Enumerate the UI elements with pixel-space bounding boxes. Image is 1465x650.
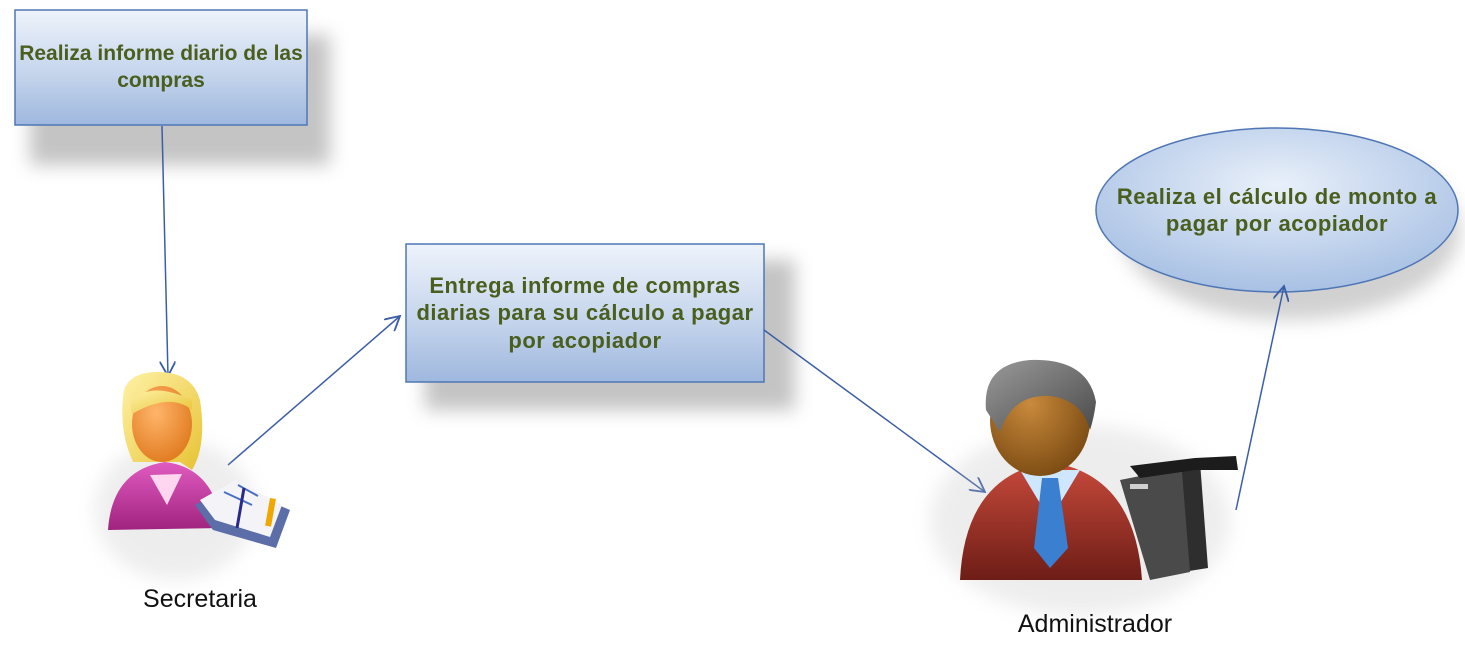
deliver-report-box [405, 243, 765, 383]
administrator-icon [930, 359, 1238, 615]
deliver-report-text: Entrega informe de compras diarias para … [416, 272, 754, 353]
arrow-secretary-to-deliver [227, 316, 400, 466]
arrow-deliver-to-administrator [763, 329, 985, 492]
secretary-icon [95, 372, 290, 580]
secretary-label: Secretaria [143, 585, 257, 613]
administrator-label: Administrador [1017, 610, 1173, 638]
arrow-report-to-secretary [162, 125, 168, 376]
daily-report-box [14, 9, 308, 126]
calculate-amount-text: Realiza el cálculo de monto a pagar por … [1116, 183, 1438, 237]
daily-report-text: Realiza informe diario de las compras [19, 42, 303, 92]
arrow-administrator-to-calculation [1235, 286, 1284, 511]
